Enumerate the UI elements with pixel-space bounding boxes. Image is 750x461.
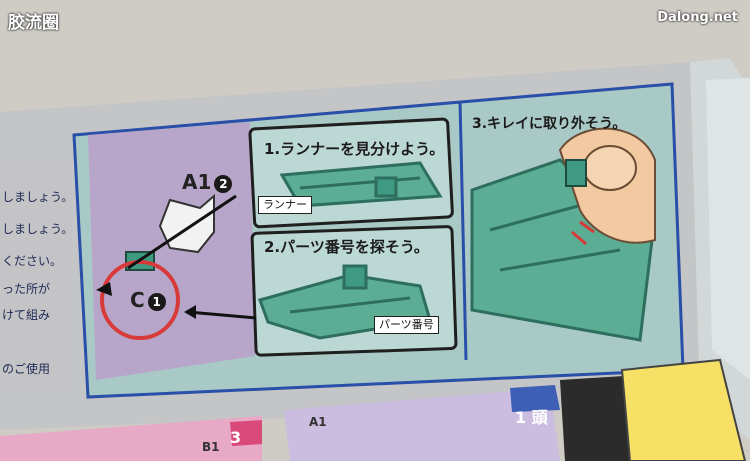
left-text-line: しましょう。	[2, 190, 74, 204]
left-text-line: のご使用	[2, 362, 51, 376]
runner-drawing-1	[279, 161, 443, 208]
left-text-line: ください。	[2, 254, 63, 268]
section-number-3: 3	[230, 428, 242, 447]
part-code-a1-number: 2	[214, 174, 233, 193]
part-code-c1-label: C	[130, 288, 145, 312]
yellow-tag	[620, 358, 747, 461]
parts-number-tag: パーツ番号	[374, 316, 439, 334]
watermark-right: Dalong.net	[657, 10, 738, 25]
lavender-bottom	[284, 388, 560, 461]
highlight-circle	[100, 260, 180, 340]
runner-tag: ランナー	[258, 196, 312, 214]
left-text-line: けて組み	[2, 308, 51, 322]
blue-tab	[510, 385, 560, 412]
arrow-c	[187, 310, 257, 320]
runner-drawing-3	[470, 127, 656, 342]
head-section-label: 1 頭	[515, 408, 548, 427]
step3-title: 3.キレイに取り外そう。	[472, 116, 627, 132]
b1-label: B1	[202, 440, 220, 454]
watermark-left: 胶流圈	[8, 13, 59, 33]
lavender-panel	[88, 122, 255, 380]
arrow-a	[127, 194, 237, 270]
left-text-line: った所が	[2, 282, 51, 296]
step2-title: 2.パーツ番号を探そう。	[264, 238, 429, 256]
left-text-line: しましょう。	[2, 222, 74, 236]
step1-title: 1.ランナーを見分けよう。	[264, 140, 445, 158]
part-code-c1-number: 1	[147, 292, 166, 311]
part-code-a1-label: A1	[182, 170, 212, 194]
a1-label: A1	[309, 415, 327, 429]
pink-panel	[0, 416, 262, 461]
